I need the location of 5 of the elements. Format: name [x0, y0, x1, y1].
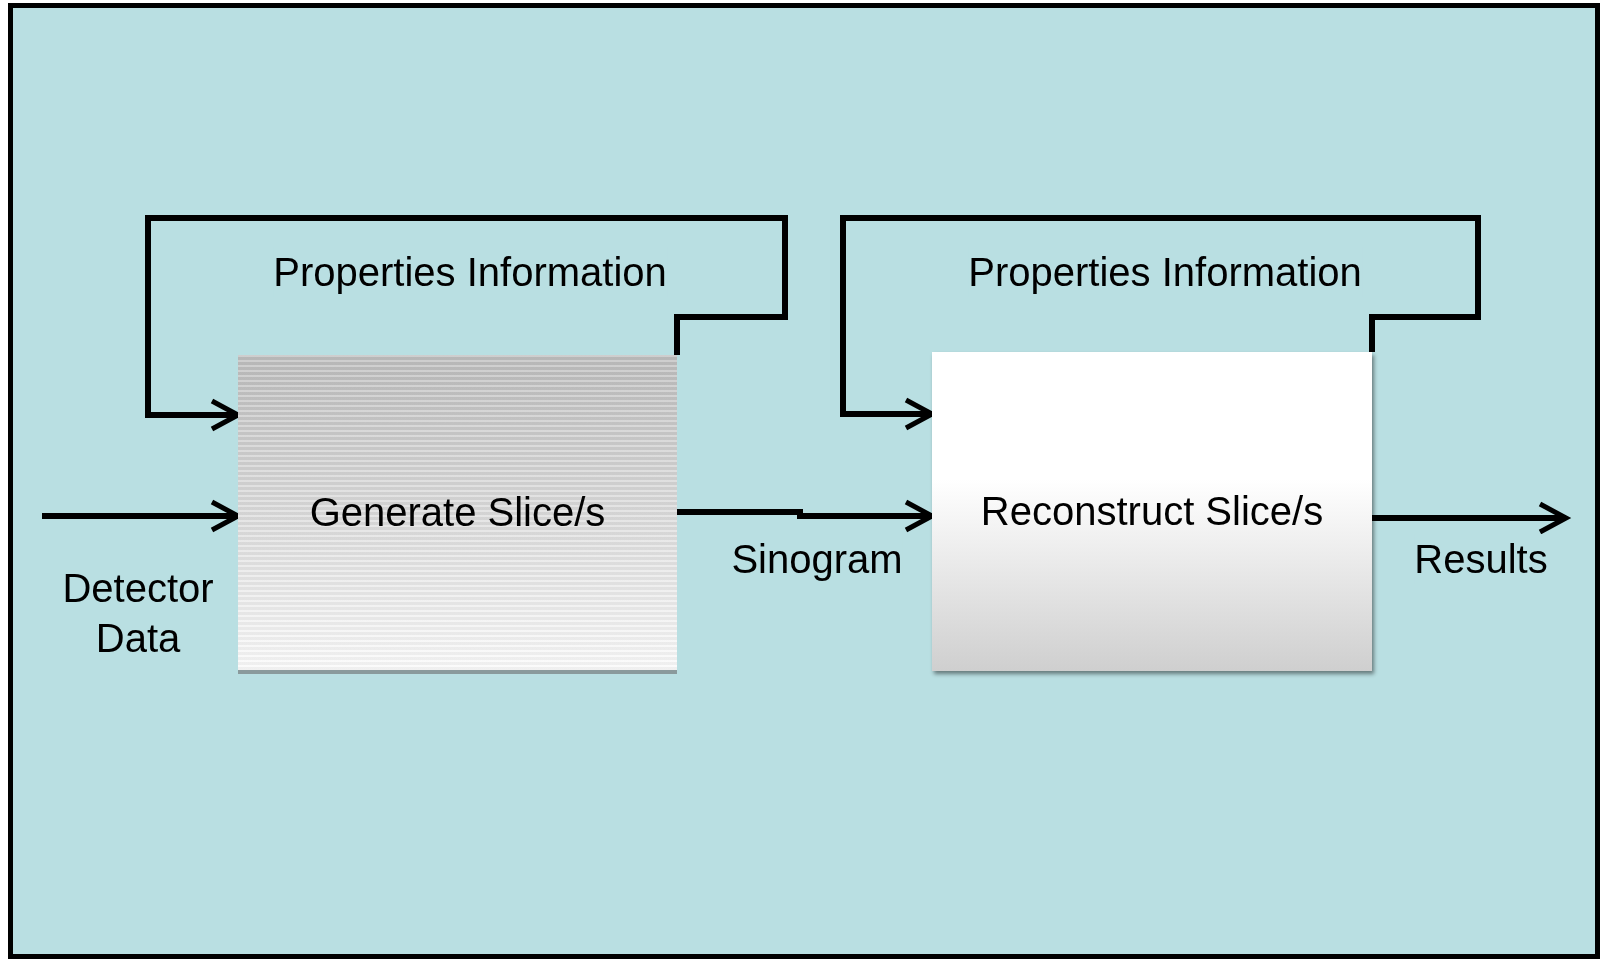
process-box: Generate Slice/s [238, 355, 677, 674]
process-box: Reconstruct Slice/s [932, 352, 1372, 671]
arrow [840, 215, 1481, 431]
arrow [1372, 501, 1569, 535]
arrow [145, 215, 788, 432]
